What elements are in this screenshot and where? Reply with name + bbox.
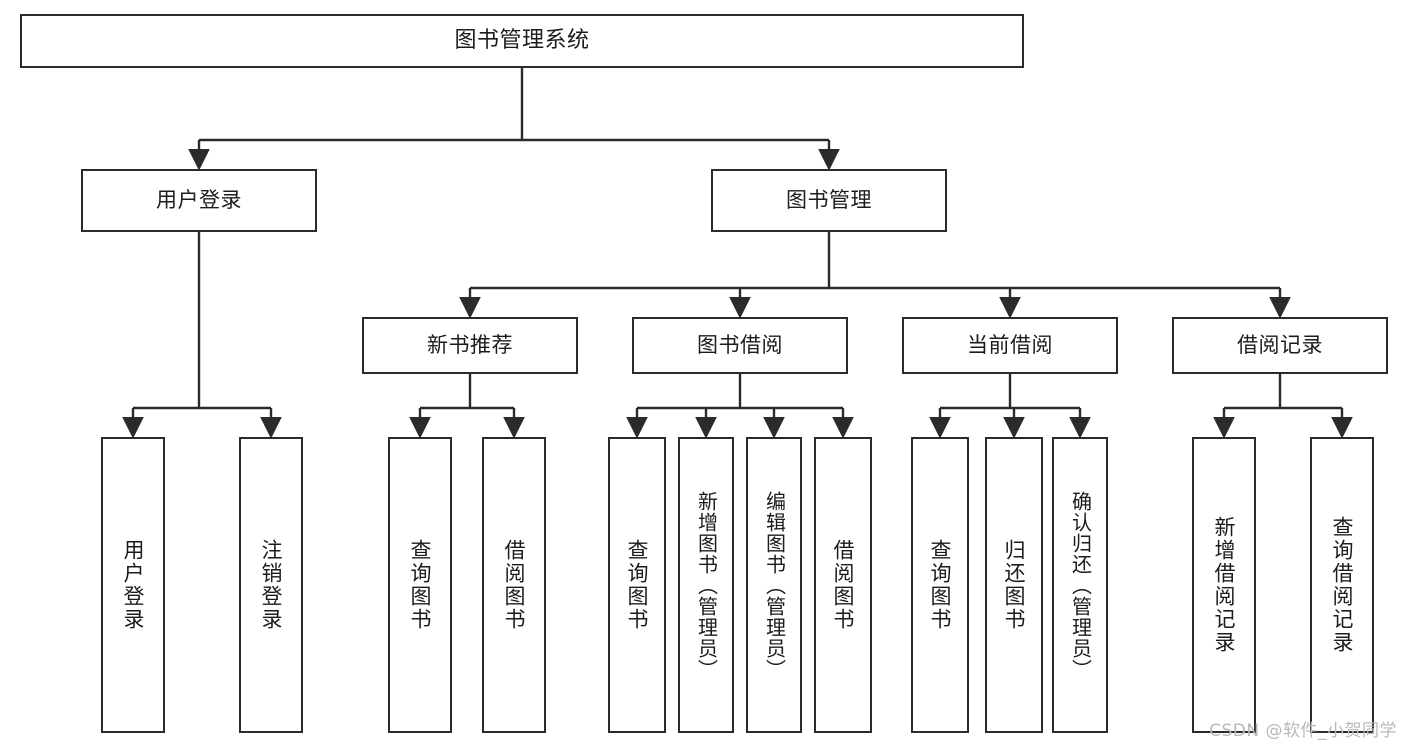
node-leaf-query-record-label: 查询借阅记录 [1330,516,1355,654]
node-user-login[interactable]: 用户登录 [81,169,317,232]
node-leaf-user-login[interactable]: 用户登录 [101,437,165,733]
node-book-borrow[interactable]: 图书借阅 [632,317,848,374]
node-root[interactable]: 图书管理系统 [20,14,1024,68]
node-leaf-add-record-label: 新增借阅记录 [1212,516,1237,654]
node-leaf-borrow-book-1[interactable]: 借阅图书 [482,437,546,733]
node-user-login-label: 用户登录 [156,188,242,213]
node-root-label: 图书管理系统 [454,28,590,54]
node-leaf-query-book-2[interactable]: 查询图书 [608,437,666,733]
node-leaf-return-book-label: 归还图书 [1002,539,1027,631]
node-leaf-query-book-2-label: 查询图书 [625,539,650,631]
node-current-borrow-label: 当前借阅 [967,333,1053,358]
node-book-manage-label: 图书管理 [786,188,872,213]
node-leaf-add-book-label: 新增图书（管理员） [694,490,719,680]
node-leaf-user-login-label: 用户登录 [121,539,146,631]
node-new-book-recommend-label: 新书推荐 [427,333,513,358]
node-leaf-query-book-1[interactable]: 查询图书 [388,437,452,733]
node-borrow-record[interactable]: 借阅记录 [1172,317,1388,374]
node-leaf-edit-book-label: 编辑图书（管理员） [762,490,787,680]
node-leaf-user-logout-label: 注销登录 [259,539,284,631]
node-leaf-borrow-book-1-label: 借阅图书 [502,539,527,631]
node-borrow-record-label: 借阅记录 [1237,333,1323,358]
node-leaf-query-book-1-label: 查询图书 [408,539,433,631]
node-leaf-edit-book[interactable]: 编辑图书（管理员） [746,437,802,733]
node-leaf-confirm-return-label: 确认归还（管理员） [1068,490,1093,680]
node-book-manage[interactable]: 图书管理 [711,169,947,232]
node-leaf-query-book-3-label: 查询图书 [928,539,953,631]
node-current-borrow[interactable]: 当前借阅 [902,317,1118,374]
node-new-book-recommend[interactable]: 新书推荐 [362,317,578,374]
node-leaf-return-book[interactable]: 归还图书 [985,437,1043,733]
node-leaf-confirm-return[interactable]: 确认归还（管理员） [1052,437,1108,733]
watermark-text: CSDN @软件_小贺同学 [1209,721,1397,741]
node-leaf-add-book[interactable]: 新增图书（管理员） [678,437,734,733]
node-leaf-query-book-3[interactable]: 查询图书 [911,437,969,733]
node-leaf-borrow-book-2-label: 借阅图书 [831,539,856,631]
node-book-borrow-label: 图书借阅 [697,333,783,358]
node-leaf-query-record[interactable]: 查询借阅记录 [1310,437,1374,733]
node-leaf-add-record[interactable]: 新增借阅记录 [1192,437,1256,733]
node-leaf-borrow-book-2[interactable]: 借阅图书 [814,437,872,733]
node-leaf-user-logout[interactable]: 注销登录 [239,437,303,733]
